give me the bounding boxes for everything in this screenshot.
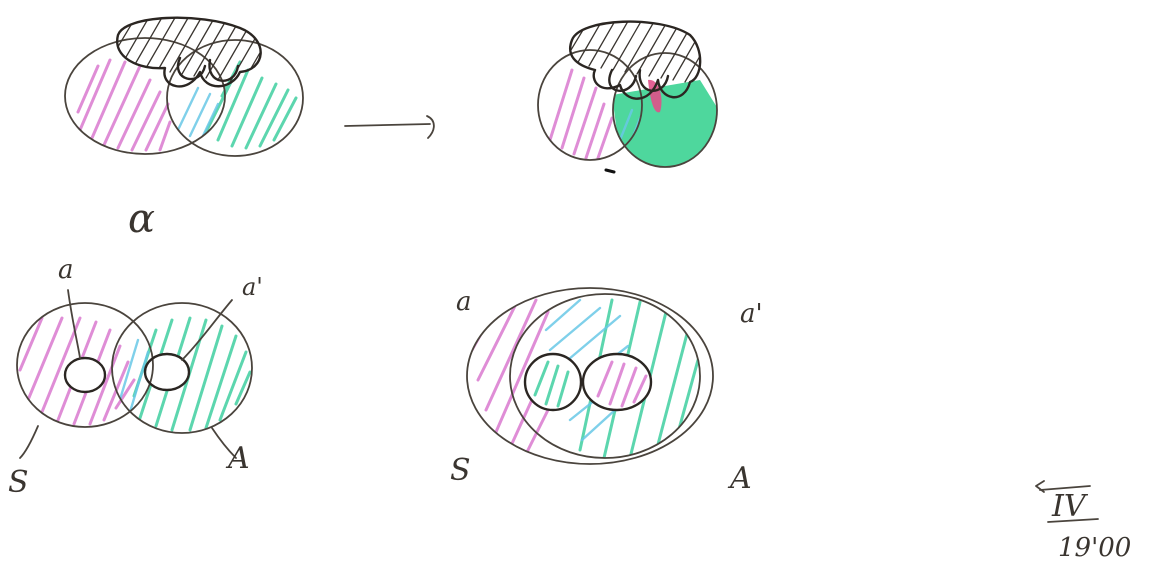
circle-left-outline <box>65 38 225 154</box>
label-a: a <box>456 287 472 317</box>
top-left-diagram <box>65 10 303 156</box>
label-A: A <box>225 441 250 476</box>
pink-hatching <box>550 70 612 158</box>
right-arrow <box>345 116 434 138</box>
alpha-label: α <box>128 196 155 242</box>
label-A: A <box>727 461 752 496</box>
label-a: a <box>58 255 74 285</box>
top-right-diagram <box>538 10 725 172</box>
green-fill <box>612 80 725 170</box>
handle-blob-outline <box>117 18 260 87</box>
label-a-prime: a' <box>740 299 763 329</box>
page-marker: IV 19'00 <box>1036 481 1131 563</box>
time-label: 19'00 <box>1058 533 1131 563</box>
label-a-prime: a' <box>242 273 263 301</box>
bottom-left-diagram: a a' S A <box>8 255 263 500</box>
pointer-S <box>20 426 38 458</box>
ink-mark <box>606 170 614 172</box>
bottom-right-diagram: a a' S A <box>450 287 763 496</box>
label-S: S <box>8 465 29 500</box>
page-number: IV <box>1051 489 1089 524</box>
label-S: S <box>450 453 471 488</box>
pink-hatching <box>78 60 170 150</box>
blue-hatching <box>178 88 218 138</box>
pointer-a-prime <box>182 300 232 360</box>
